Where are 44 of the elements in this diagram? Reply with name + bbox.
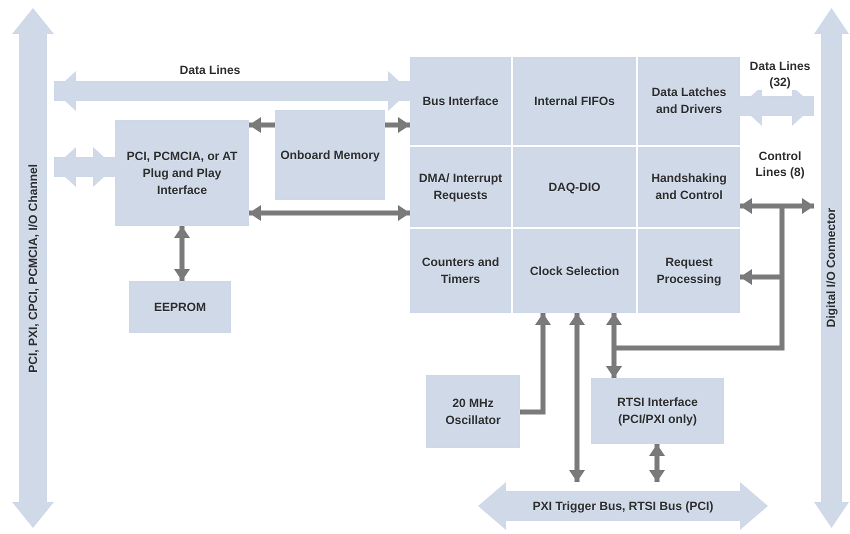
process-box: [115, 120, 249, 226]
process-box: [591, 378, 724, 444]
box-label: Request Processing: [656, 254, 722, 288]
box-label: RTSI Interface (PCI/PXI only): [616, 394, 699, 428]
process-box: [410, 147, 511, 227]
box-label: Bus Interface: [422, 92, 499, 110]
arrow: [174, 226, 190, 281]
process-box: [513, 229, 636, 313]
box-label: Clock Selection: [530, 262, 620, 280]
process-box: [638, 57, 740, 145]
box-label: Internal FIFOs: [534, 92, 615, 110]
process-box: [638, 229, 740, 313]
box-label: EEPROM: [154, 298, 206, 316]
box-label: DAQ-DIO: [548, 178, 600, 196]
arrow: [520, 313, 551, 414]
process-box: [638, 147, 740, 227]
box-label: Digital I/O Connector: [823, 208, 839, 328]
bus-arrow: [54, 71, 410, 111]
bus-arrow: [12, 8, 54, 528]
box-label: Onboard Memory: [280, 146, 380, 164]
process-box: [513, 147, 636, 227]
process-box: [513, 57, 636, 145]
bus-arrow: [814, 8, 849, 528]
arrow: [649, 444, 665, 482]
box-label: PXI Trigger Bus, RTSI Bus (PCI): [532, 498, 714, 514]
box-label: 20 MHz Oscillator: [444, 394, 502, 428]
process-box: [410, 229, 511, 313]
process-box: [129, 281, 231, 333]
box-label: PCI, PXI, CPCI, PCMCIA, I/O Channel: [24, 164, 40, 372]
arrow: [249, 117, 275, 133]
process-box: [275, 110, 385, 200]
box-label: Counters and Timers: [420, 254, 500, 288]
box-label: DMA/ Interrupt Requests: [418, 170, 504, 204]
process-box: [426, 375, 520, 448]
bus-arrow: [54, 147, 115, 187]
box-label: Data Latches and Drivers: [650, 84, 728, 118]
box-label: PCI, PCMCIA, or AT Plug and Play Interface: [126, 148, 238, 198]
box-label: Handshaking and Control: [650, 170, 728, 204]
bus-arrow: [478, 482, 768, 530]
arrow: [249, 205, 410, 221]
arrow: [385, 117, 410, 133]
process-box: [410, 57, 511, 145]
arrow: [569, 313, 585, 482]
edge-label: Data Lines (32): [748, 58, 812, 90]
